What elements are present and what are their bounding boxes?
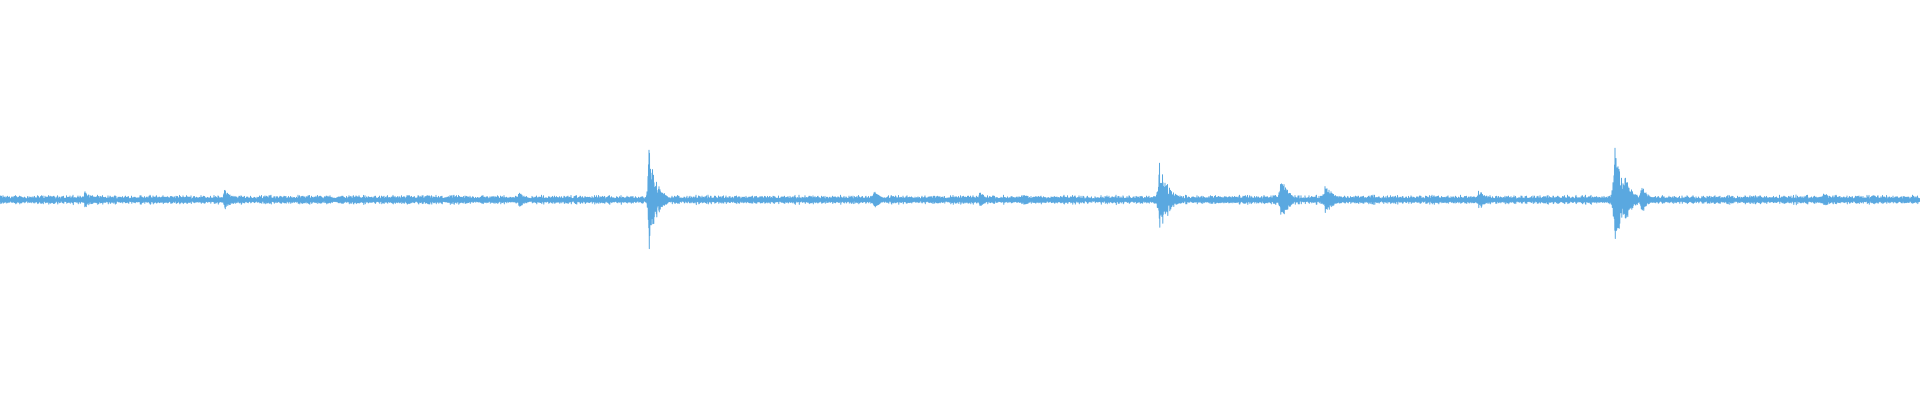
waveform-trace <box>0 147 1920 250</box>
